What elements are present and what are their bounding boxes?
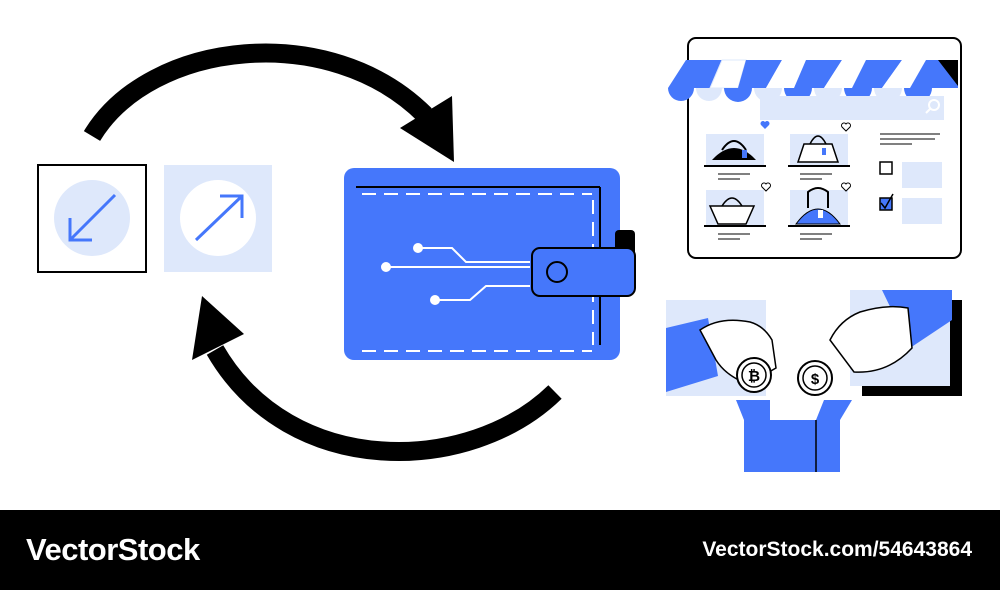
arrow-down-left-icon (37, 164, 147, 273)
svg-text:$: $ (811, 371, 820, 388)
bitcoin-coin-icon: ₿ (736, 357, 772, 393)
filter-panel (879, 133, 942, 224)
arrow-up-right-icon (164, 165, 272, 272)
open-box-icon (736, 400, 852, 472)
svg-text:₿: ₿ (748, 368, 760, 385)
digital-wallet-icon (344, 168, 636, 360)
coin-exchange-icon: ₿ $ (666, 290, 962, 396)
footer-bar: VectorStock VectorStock.com/54643864 (0, 510, 1000, 590)
image-url[interactable]: VectorStock.com/54643864 (702, 538, 972, 561)
dollar-coin-icon: $ (797, 360, 833, 396)
brand-logo[interactable]: VectorStock (26, 532, 200, 567)
product-grid (704, 121, 851, 240)
illustration: ₿ $ (37, 37, 962, 472)
circuit-icon (381, 243, 530, 305)
circular-arrows-icon (83, 43, 562, 461)
online-store-icon (668, 37, 962, 259)
